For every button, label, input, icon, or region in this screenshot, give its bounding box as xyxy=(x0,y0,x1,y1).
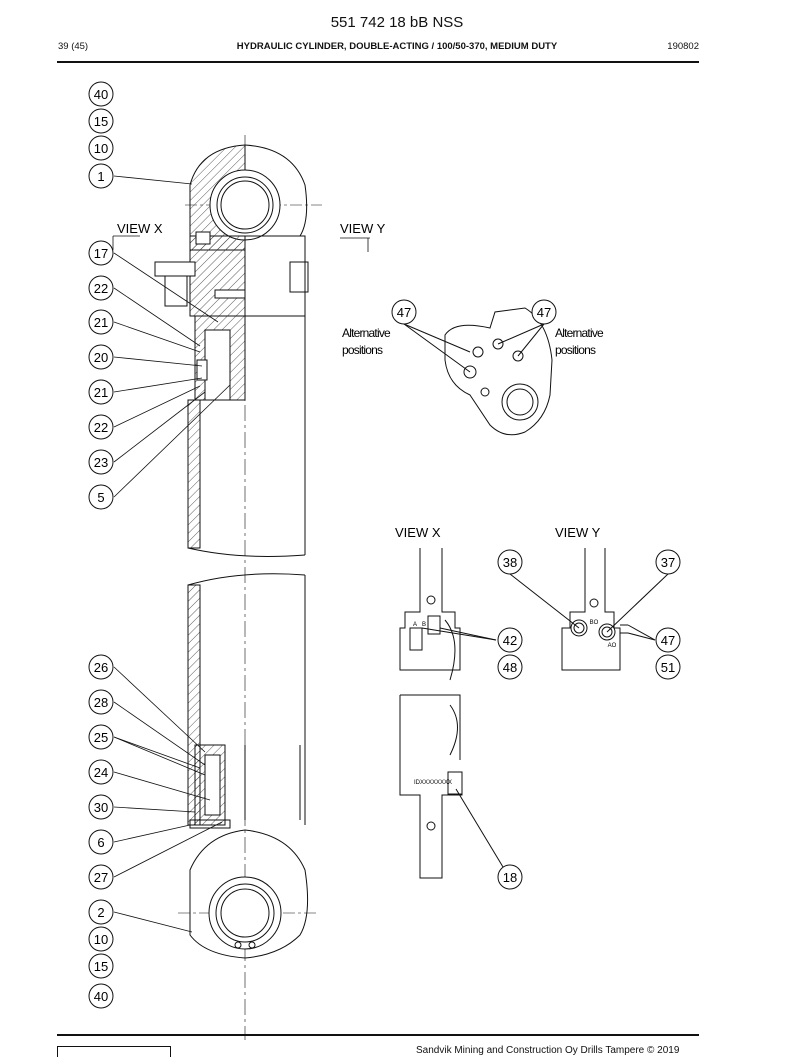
callout-label: 22 xyxy=(94,420,108,435)
page-number: 39 (45) xyxy=(58,41,89,52)
callout-label: 47 xyxy=(661,633,675,648)
serial-plate-text: IDXXXXXXXX xyxy=(414,780,452,786)
callout-label: 21 xyxy=(94,315,108,330)
callout-label: 30 xyxy=(94,800,108,815)
copyright-text: Sandvik Mining and Construction Oy Drill… xyxy=(416,1045,680,1056)
sandvik-logo xyxy=(57,1046,171,1057)
callout-label: 47 xyxy=(537,305,551,320)
view-x-label-detail: VIEW X xyxy=(395,525,441,540)
leader-lines xyxy=(113,175,231,933)
alternative-positions-text: positions xyxy=(342,343,383,357)
callout-label: 23 xyxy=(94,455,108,470)
port-label: A xyxy=(413,622,417,628)
footer-rule xyxy=(57,1034,699,1036)
view-x-detail xyxy=(399,548,497,681)
date-code: 190802 xyxy=(667,41,699,52)
callout-label: 15 xyxy=(94,114,108,129)
callout-label: 26 xyxy=(94,660,108,675)
callout-circles-left xyxy=(88,81,114,1009)
callout-label: 10 xyxy=(94,141,108,156)
view-y-label-top: VIEW Y xyxy=(340,221,386,236)
callout-label: 1 xyxy=(97,169,104,184)
alternative-positions-text: positions xyxy=(555,343,596,357)
callout-label: 6 xyxy=(97,835,104,850)
callout-label: 38 xyxy=(503,555,517,570)
callout-label: 24 xyxy=(94,765,108,780)
callout-label: 28 xyxy=(94,695,108,710)
port-label: AO xyxy=(608,643,617,649)
view-y-detail xyxy=(509,548,669,671)
callout-label: 27 xyxy=(94,870,108,885)
callout-label: 20 xyxy=(94,350,108,365)
callout-label: 37 xyxy=(661,555,675,570)
callout-label: 21 xyxy=(94,385,108,400)
cylinder-section xyxy=(154,135,322,1040)
serial-plate-detail xyxy=(399,694,504,879)
callout-label: 15 xyxy=(94,959,108,974)
port-label: BO xyxy=(590,620,599,626)
callout-label: 18 xyxy=(503,870,517,885)
callout-label: 5 xyxy=(97,490,104,505)
callout-label: 51 xyxy=(661,660,675,675)
alternative-positions-text: Alternative xyxy=(555,326,604,340)
callout-label: 40 xyxy=(94,989,108,1004)
callout-label: 48 xyxy=(503,660,517,675)
callout-label: 2 xyxy=(97,905,104,920)
callout-labels-left: 40 15 10 1 17 22 21 20 21 22 23 5 26 28 … xyxy=(94,87,108,1004)
alternative-positions-text: Alternative xyxy=(342,326,391,340)
view-y-label-detail: VIEW Y xyxy=(555,525,601,540)
callout-label: 47 xyxy=(397,305,411,320)
callout-label: 22 xyxy=(94,281,108,296)
callout-label: 17 xyxy=(94,246,108,261)
callout-label: 10 xyxy=(94,932,108,947)
view-x-label-top: VIEW X xyxy=(117,221,163,236)
view-arrows xyxy=(112,235,370,252)
callout-label: 42 xyxy=(503,633,517,648)
callout-label: 25 xyxy=(94,730,108,745)
callout-label: 40 xyxy=(94,87,108,102)
alternative-positions-detail xyxy=(403,307,553,436)
document-title: HYDRAULIC CYLINDER, DOUBLE-ACTING / 100/… xyxy=(236,41,558,52)
header-rule xyxy=(57,61,699,63)
port-label: B xyxy=(422,622,426,628)
document-number: 551 742 18 bB NSS xyxy=(330,14,464,31)
